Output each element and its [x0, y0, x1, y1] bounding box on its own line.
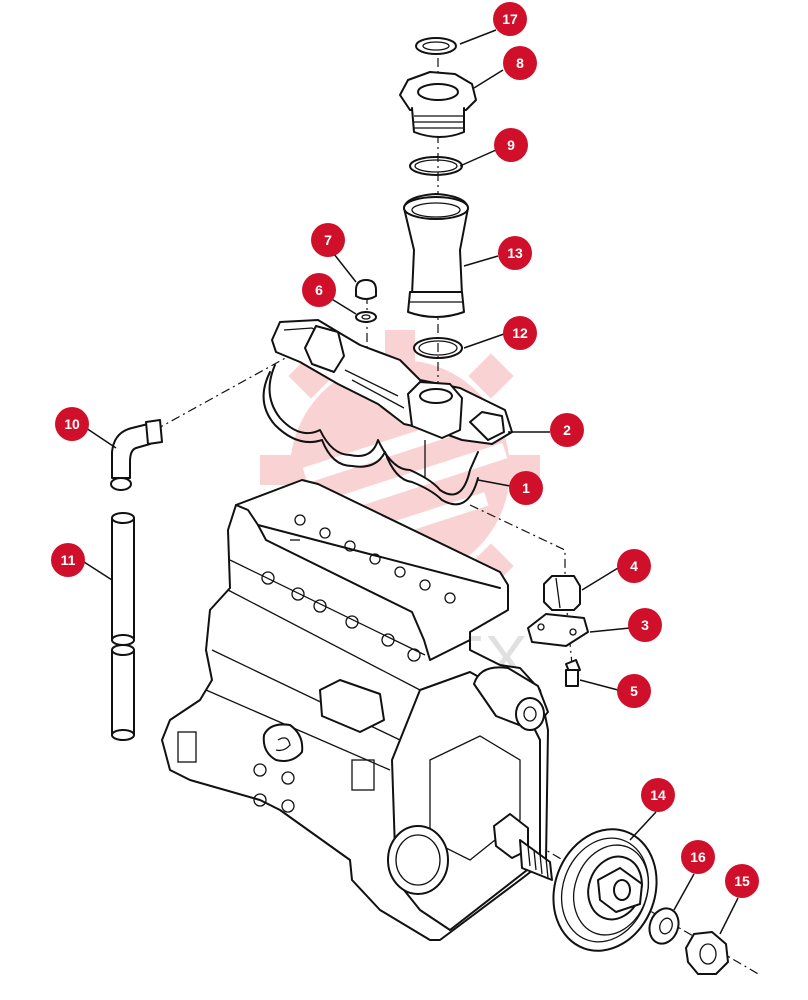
part-7-cap-nut: [355, 279, 377, 300]
part-3-plate: [527, 613, 589, 647]
callout-7: 7: [311, 223, 345, 257]
callout-11: 11: [51, 543, 85, 577]
callout-2: 2: [550, 413, 584, 447]
part-5-bolt: [565, 659, 581, 687]
svg-text:14: 14: [650, 787, 666, 803]
callout-9: 9: [494, 128, 528, 162]
svg-text:17: 17: [502, 11, 518, 27]
svg-text:2: 2: [563, 422, 571, 438]
part-15-nut: [685, 931, 729, 975]
part-13-filler-tube: [403, 193, 469, 318]
svg-text:3: 3: [641, 617, 649, 633]
callout-1: 1: [509, 471, 543, 505]
callout-3: 3: [628, 608, 662, 642]
part-6-washer: [355, 311, 377, 323]
part-11-hose: [111, 512, 135, 741]
part-12-o-ring: [413, 337, 463, 359]
svg-text:8: 8: [516, 55, 524, 71]
callout-13: 13: [498, 236, 532, 270]
svg-text:9: 9: [507, 137, 515, 153]
svg-text:1: 1: [522, 480, 530, 496]
callout-5: 5: [617, 674, 651, 708]
callout-8: 8: [503, 46, 537, 80]
svg-text:4: 4: [630, 558, 638, 574]
svg-text:15: 15: [734, 873, 750, 889]
svg-text:10: 10: [64, 416, 80, 432]
leader-lines: [83, 29, 739, 935]
callout-10: 10: [55, 407, 89, 441]
callout-6: 6: [302, 273, 336, 307]
svg-text:11: 11: [61, 552, 76, 568]
part-14-pulley: [552, 828, 658, 952]
svg-text:12: 12: [512, 325, 528, 341]
svg-text:16: 16: [690, 849, 706, 865]
part-9-o-ring: [409, 156, 463, 176]
part-1-gasket: [262, 364, 479, 506]
callout-17: 17: [493, 2, 527, 36]
part-4-cap: [543, 575, 581, 611]
callout-14: 14: [641, 778, 675, 812]
callout-4: 4: [617, 549, 651, 583]
svg-text:13: 13: [507, 245, 523, 261]
callout-12: 12: [503, 316, 537, 350]
callout-16: 16: [681, 840, 715, 874]
part-8-filler-cap: [399, 71, 477, 138]
svg-text:6: 6: [315, 282, 323, 298]
svg-text:7: 7: [324, 232, 332, 248]
part-16-washer: [648, 907, 680, 945]
callout-15: 15: [725, 864, 759, 898]
engine-block: [161, 479, 553, 941]
part-10-elbow: [110, 419, 163, 491]
svg-text:5: 5: [630, 683, 638, 699]
part-17-seal-ring: [415, 37, 457, 55]
